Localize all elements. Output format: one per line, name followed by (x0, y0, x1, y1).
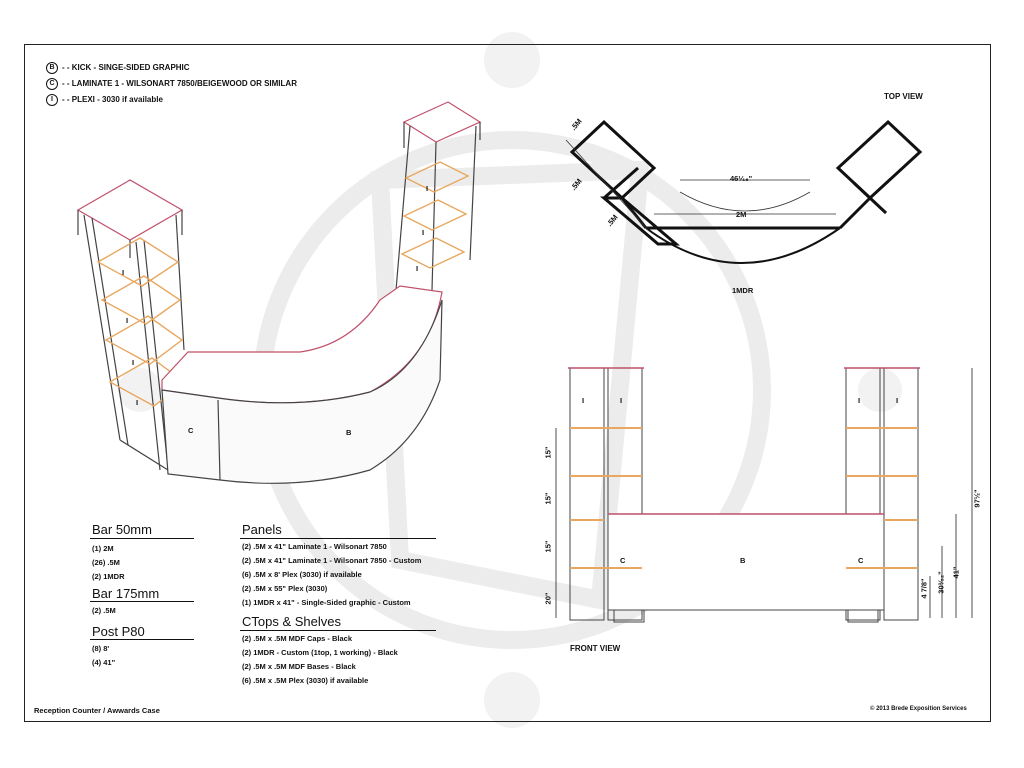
front-dim-41: 41" (951, 566, 961, 579)
post-row-2: (4) 41" (92, 658, 116, 667)
panels-row-5: (1) 1MDR x 41" - Single-Sided graphic - … (242, 598, 411, 607)
front-view-title: FRONT VIEW (570, 644, 621, 653)
panels-rule (240, 538, 436, 539)
bar50-row-2: (26) .5M (92, 558, 120, 567)
top-dim-mdr: 1MDR (732, 286, 754, 295)
front-dim-d4: 20" (543, 592, 553, 605)
legend-item-kick: B- - KICK - SINGE-SIDED GRAPHIC (46, 62, 190, 74)
iso-i-label-1: I (122, 268, 125, 277)
ctops-rule (240, 630, 436, 631)
front-i-label-2: I (620, 396, 623, 405)
bar50-title: Bar 50mm (92, 522, 152, 537)
front-dim-4: 4 7/8" (919, 578, 929, 599)
symbol-c-icon: C (46, 78, 58, 90)
symbol-b-icon: B (46, 62, 58, 74)
front-i-label-3: I (858, 396, 861, 405)
footer-title: Reception Counter / Awwards Case (34, 706, 160, 715)
front-i-label-1: I (582, 396, 585, 405)
bar50-row-1: (1) 2M (92, 544, 114, 553)
ctops-row-1: (2) .5M x .5M MDF Caps - Black (242, 634, 353, 643)
ctops-row-3: (2) .5M x .5M MDF Bases - Black (242, 662, 356, 671)
legend-item-laminate: C- - LAMINATE 1 - WILSONART 7850/BEIGEWO… (46, 78, 297, 90)
front-dim-d2: 15" (543, 492, 553, 505)
ctops-row-2: (2) 1MDR - Custom (1top, 1 working) - Bl… (242, 648, 398, 657)
bar175-title: Bar 175mm (92, 586, 160, 601)
bar175-rule (90, 601, 194, 602)
iso-c-label: C (188, 426, 194, 435)
front-dim-d3: 15" (543, 540, 553, 553)
iso-i-label-2: I (126, 316, 129, 325)
iso-i-label-6: I (422, 228, 425, 237)
ctops-title: CTops & Shelves (242, 614, 341, 629)
top-dim-2m: 2M (736, 210, 747, 219)
front-dim-30: 30³⁄₃₂" (936, 571, 946, 594)
iso-i-label-3: I (132, 358, 135, 367)
iso-b-label: B (346, 428, 352, 437)
top-dim-inner: 46¹⁄₁₆" (730, 174, 753, 183)
bar175-row-1: (2) .5M (92, 606, 116, 615)
legend-item-plexi: I- - PLEXI - 3030 if available (46, 94, 163, 106)
post-row-1: (8) 8' (92, 644, 110, 653)
front-b-label: B (740, 556, 746, 565)
front-i-label-4: I (896, 396, 899, 405)
panels-title: Panels (242, 522, 282, 537)
front-c-label-right: C (858, 556, 864, 565)
panels-row-1: (2) .5M x 41" Laminate 1 - Wilsonart 785… (242, 542, 387, 551)
front-dim-total: 97½" (972, 489, 982, 508)
top-view-title: TOP VIEW (884, 92, 923, 101)
drawing-border (24, 44, 991, 722)
iso-i-label-4: I (136, 398, 139, 407)
ctops-row-4: (6) .5M x .5M Plex (3030) if available (242, 676, 369, 685)
symbol-i-icon: I (46, 94, 58, 106)
front-c-label-left: C (620, 556, 626, 565)
post-title: Post P80 (92, 624, 145, 639)
bar50-rule (90, 538, 194, 539)
panels-row-3: (6) .5M x 8' Plex (3030) if available (242, 570, 362, 579)
footer-copyright: © 2013 Brede Exposition Services (870, 706, 967, 712)
iso-i-label-7: I (416, 264, 419, 273)
iso-i-label-5: I (426, 184, 429, 193)
bar50-row-3: (2) 1MDR (92, 572, 125, 581)
front-dim-d1: 15" (543, 446, 553, 459)
post-rule (90, 639, 194, 640)
panels-row-4: (2) .5M x 55" Plex (3030) (242, 584, 328, 593)
panels-row-2: (2) .5M x 41" Laminate 1 - Wilsonart 785… (242, 556, 422, 565)
